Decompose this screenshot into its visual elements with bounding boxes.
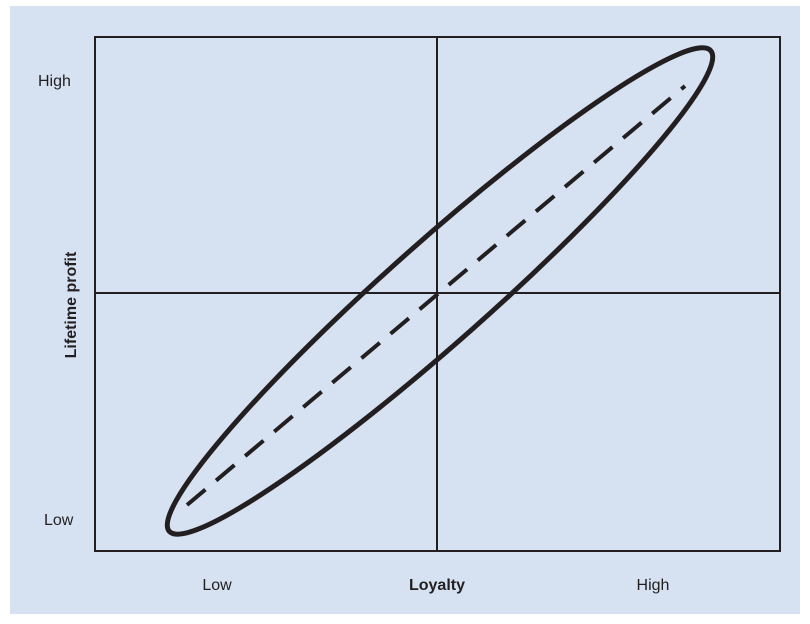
y-tick-high: High [38, 73, 71, 90]
ellipse-outline [164, 45, 716, 537]
x-tick-low: Low [202, 577, 232, 594]
y-axis-title: Lifetime profit [63, 251, 80, 358]
dashed-trend-line [185, 84, 687, 507]
background-panel [10, 6, 800, 614]
x-axis-title: Loyalty [409, 577, 465, 594]
x-tick-high: High [637, 577, 670, 594]
y-tick-low: Low [44, 512, 74, 529]
